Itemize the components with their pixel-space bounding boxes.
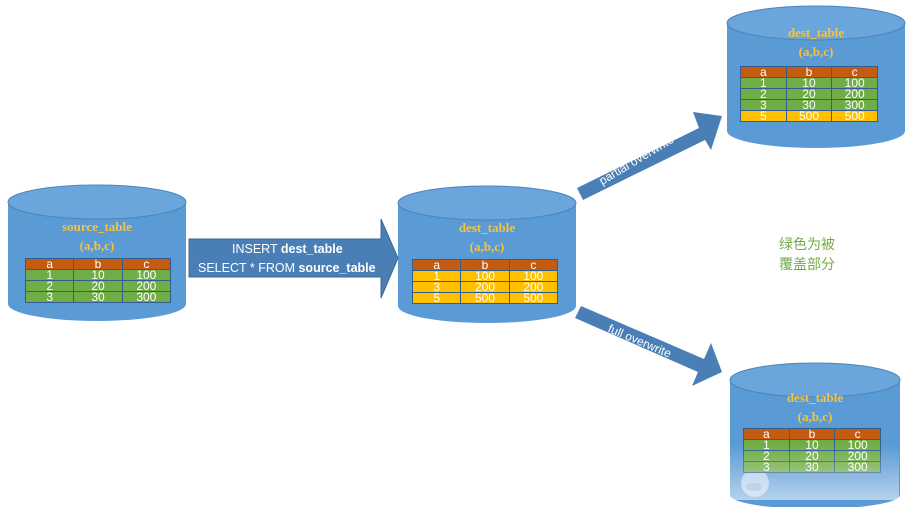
table-cell: 3 (24, 291, 75, 303)
table-cell: 200 (121, 280, 172, 292)
select-table: source_table (298, 261, 376, 275)
dest-partial-block: dest_table (a,b,c) (727, 24, 905, 74)
insert-arrow-label: INSERT dest_table SELECT * FROM source_t… (198, 240, 398, 278)
table-cell: 300 (121, 291, 172, 303)
source-table-cols: (a,b,c) (79, 238, 115, 253)
insert-keyword: INSERT (232, 242, 281, 256)
source-table-name: source_table (62, 219, 132, 234)
dest-mid-name: dest_table (458, 220, 516, 235)
dest-partial-name: dest_table (787, 25, 845, 40)
dest-mid-block: dest_table (a,b,c) (398, 215, 576, 315)
partial-overwrite-arrow (577, 112, 722, 200)
legend-note-line1: 绿色为被 (779, 236, 835, 252)
table-cell: 200 (460, 281, 510, 293)
table-cell: 500 (831, 110, 878, 122)
table-cell: 500 (508, 292, 559, 304)
dest-full-name: dest_table (786, 390, 844, 405)
dest-full-cols: (a,b,c) (797, 409, 833, 424)
dest-mid-cols: (a,b,c) (469, 239, 505, 254)
select-keyword: SELECT * FROM (198, 261, 299, 275)
table-cell: 500 (460, 292, 510, 304)
insert-arrow (188, 218, 399, 299)
table-cell: 30 (73, 291, 123, 303)
dest-partial-cols: (a,b,c) (798, 44, 834, 59)
legend-note-line2: 覆盖部分 (779, 256, 835, 272)
table-cell: 1 (24, 269, 75, 281)
table-cell: 20 (73, 280, 123, 292)
full-fade-overlay (729, 445, 899, 500)
source-table-block: source_table (a,b,c) (8, 214, 186, 314)
dest-full-block: dest_table (a,b,c) (730, 389, 900, 439)
table-cell: 10 (73, 269, 123, 281)
table-cell: 5 (411, 292, 462, 304)
full-overwrite-arrow (575, 306, 722, 386)
table-cell: 5 (740, 110, 787, 122)
legend-note: 绿色为被 覆盖部分 (779, 234, 835, 274)
insert-table: dest_table (280, 242, 343, 256)
table-cell: 500 (785, 110, 833, 122)
